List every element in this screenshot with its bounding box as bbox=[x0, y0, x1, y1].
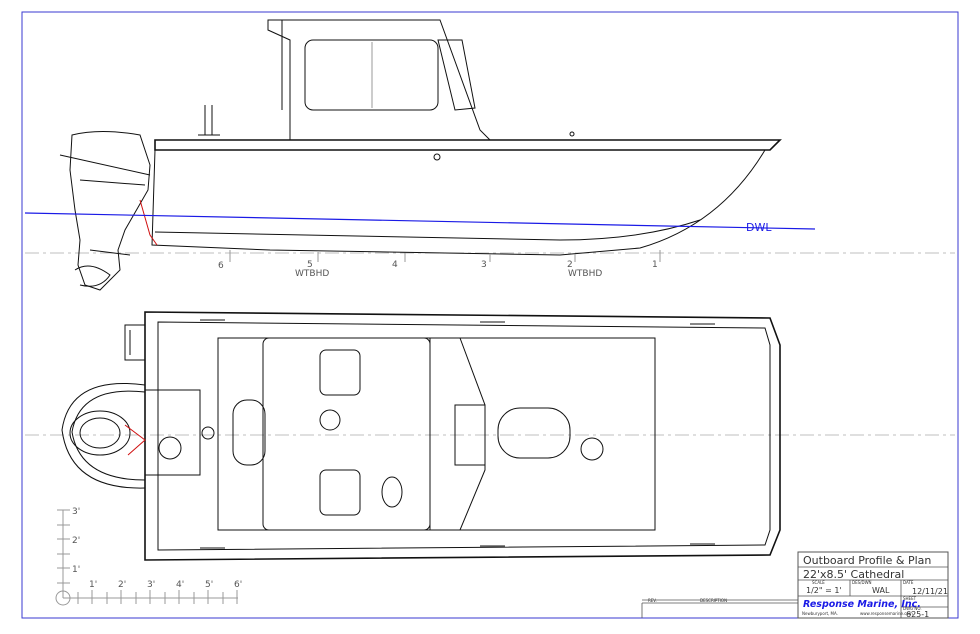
plan-view bbox=[25, 311, 955, 561]
drawn-value: WAL bbox=[872, 586, 890, 595]
drawing-title: Outboard Profile & Plan bbox=[803, 554, 931, 567]
station-marks: 6 5 WTBHD 4 3 2 WTBHD 1 bbox=[218, 250, 661, 279]
date-value: 12/11/21 bbox=[912, 587, 948, 596]
scale-label: 3' bbox=[147, 580, 155, 590]
dwg-number: 625-1 bbox=[906, 610, 929, 619]
rev-label: REV. bbox=[648, 598, 657, 603]
station-label: 3 bbox=[481, 260, 487, 270]
outboard-profile: DWL 6 5 WTBHD 4 3 2 WTBHD 1 bbox=[24, 19, 955, 291]
scale-label: 1' bbox=[72, 565, 80, 575]
scale-label: 2' bbox=[72, 536, 80, 546]
scale-field-label: SCALE bbox=[812, 580, 825, 585]
drawing-subtitle: 22'x8.5' Cathedral bbox=[803, 568, 904, 581]
station-label: 1 bbox=[652, 260, 658, 270]
date-field-label: DATE bbox=[903, 580, 914, 585]
waterline-label: DWL bbox=[746, 221, 772, 234]
company-location: Newburyport, MA. bbox=[802, 611, 838, 616]
drawing-border bbox=[21, 11, 959, 619]
sheet-field-label: SHEET bbox=[903, 596, 917, 601]
station-label: 6 bbox=[218, 261, 224, 271]
company-logo: Response Marine, Inc. bbox=[803, 599, 921, 610]
station-note: WTBHD bbox=[295, 269, 329, 279]
scale-value: 1/2" = 1' bbox=[806, 586, 842, 595]
scale-label: 6' bbox=[234, 580, 242, 590]
station-note: WTBHD bbox=[568, 269, 602, 279]
station-label: 2 bbox=[567, 260, 573, 270]
station-label: 4 bbox=[392, 260, 398, 270]
station-label: 5 bbox=[307, 260, 313, 270]
scale-label: 3' bbox=[72, 507, 80, 517]
description-label: DESCRIPTION bbox=[700, 598, 727, 603]
design-waterline bbox=[24, 212, 816, 230]
scale-label: 4' bbox=[176, 580, 184, 590]
scale-bar: 3' 2' 1' 1' 2' 3' 4' 5' 6' bbox=[55, 507, 242, 606]
scale-label: 2' bbox=[118, 580, 126, 590]
title-block: REV. DESCRIPTION Outboard Profile & Plan… bbox=[641, 551, 949, 619]
dwg-field-label: DWG NO. bbox=[903, 606, 922, 611]
scale-label: 1' bbox=[89, 580, 97, 590]
scale-label: 5' bbox=[205, 580, 213, 590]
drawn-field-label: DES/DWN bbox=[852, 580, 872, 585]
company-website: www.responsemarine.com bbox=[860, 611, 913, 616]
